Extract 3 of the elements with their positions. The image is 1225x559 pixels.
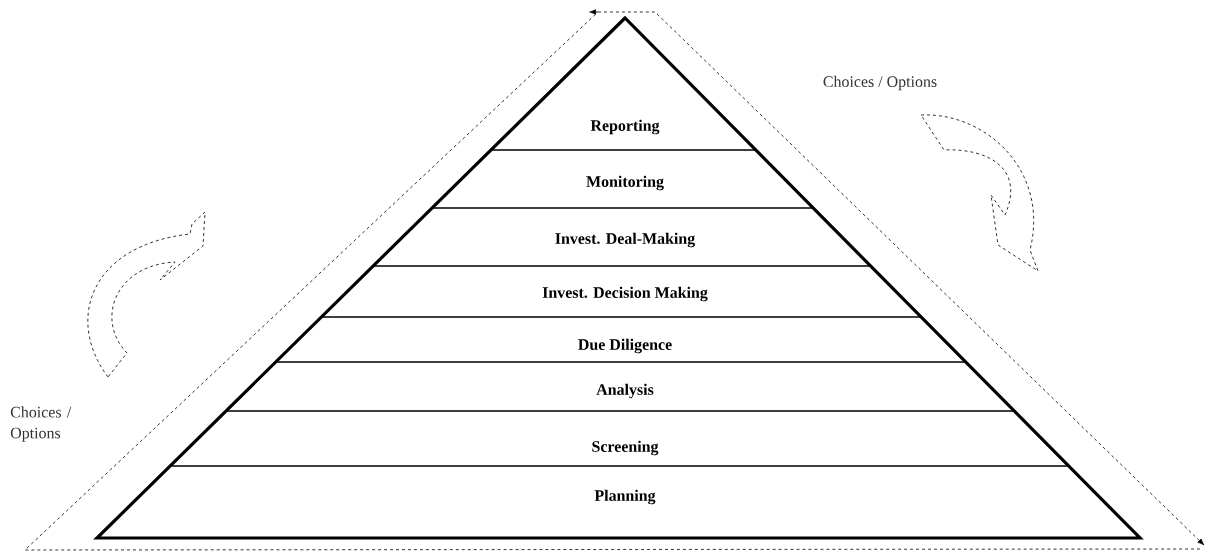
side-label: Choices / Options	[10, 406, 72, 442]
side-label: Choices / Options	[823, 75, 937, 91]
node-label: Reporting	[590, 119, 660, 135]
